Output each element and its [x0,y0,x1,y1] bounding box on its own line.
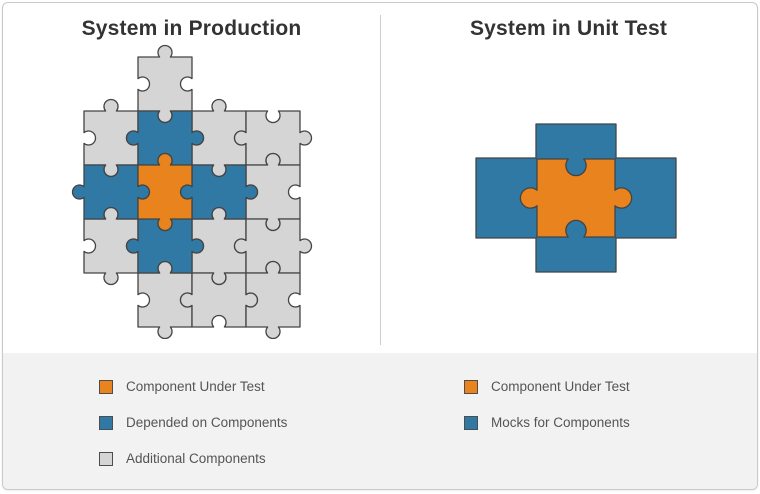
additional-swatch [99,451,113,466]
unittest-puzzle-diagram [474,123,677,273]
component-under-test-piece [519,158,632,238]
legend-label: Depended on Components [126,415,288,430]
puzzle-piece-additional [244,260,301,339]
puzzle-piece-under-test [136,152,193,232]
legend-item: Component Under Test [99,379,380,394]
under-test-swatch [99,379,113,394]
under-test-swatch [464,379,478,394]
legend-label: Component Under Test [491,379,630,394]
legend-label: Additional Components [126,451,266,466]
legend-item: Mocks for Components [464,415,757,430]
legend-item: Depended on Components [99,415,380,430]
depended-swatch [464,415,478,430]
depended-swatch [99,415,113,430]
legend-label: Mocks for Components [491,415,630,430]
panel-divider [380,15,381,345]
production-panel: System in Production [3,3,380,353]
unittest-title: System in Unit Test [469,17,668,40]
production-title: System in Production [81,17,302,40]
legend-label: Component Under Test [126,379,265,394]
unittest-panel: System in Unit Test [380,3,757,353]
production-puzzle-diagram [71,44,312,339]
diagram-panels: System in Production System in Unit Test [3,3,757,353]
legend-item: Component Under Test [464,379,757,394]
legend-item: Additional Components [99,451,380,466]
